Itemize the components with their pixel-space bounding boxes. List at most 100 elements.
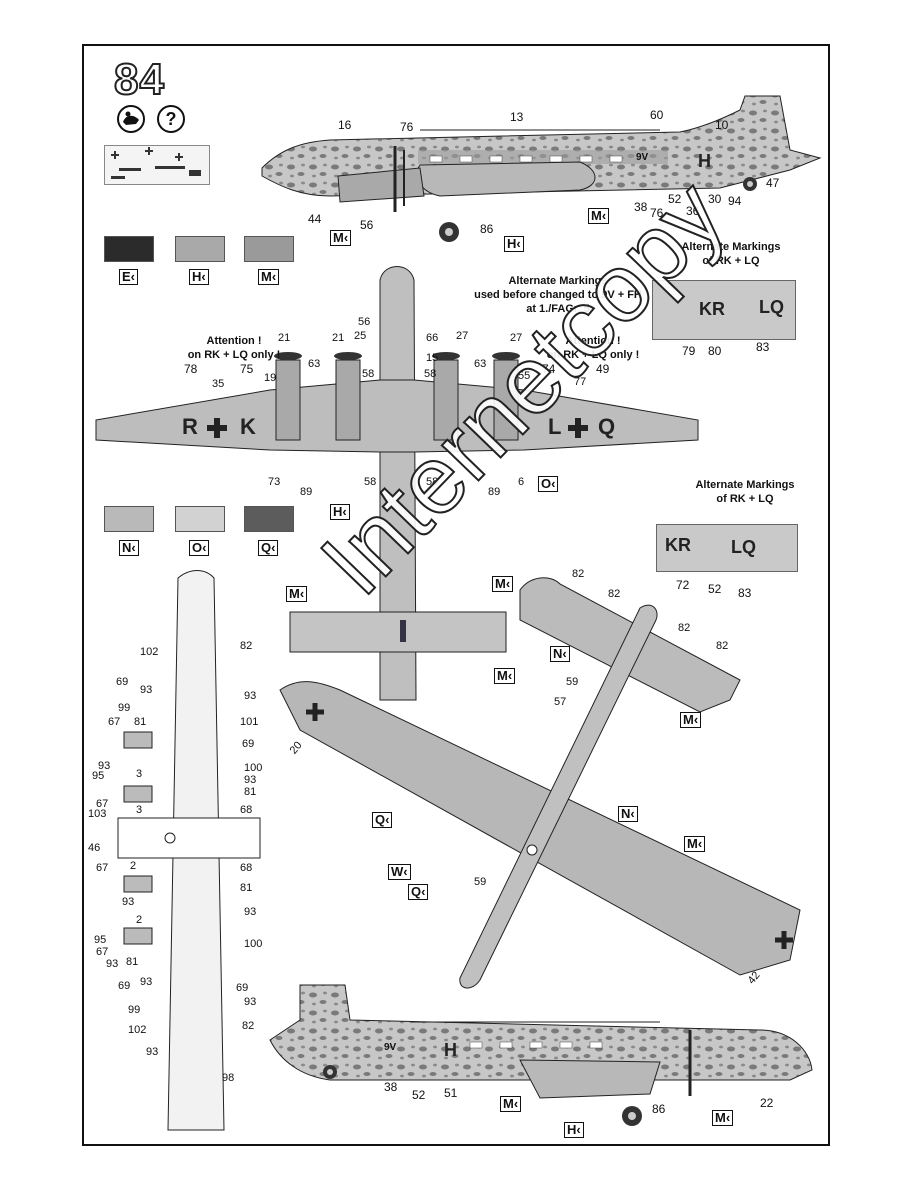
paint-code-box: H‹: [330, 504, 350, 520]
paint-code-box: M‹: [712, 1110, 734, 1126]
callout-number: 49: [596, 362, 610, 376]
paint-code-box: M‹: [684, 836, 706, 852]
callout-number: 46: [88, 842, 101, 854]
callout-number: 100: [244, 762, 263, 774]
callout-number: 36: [686, 204, 700, 218]
callout-number: 63: [308, 358, 321, 370]
paint-code-box: N‹: [618, 806, 638, 822]
paint-code-box: O‹: [538, 476, 559, 492]
paint-code-box: W‹: [388, 864, 411, 880]
callout-number: 76: [650, 206, 664, 220]
callout-number: 13: [510, 110, 524, 124]
paint-code-box: M‹: [492, 576, 514, 592]
perspective-view: [279, 577, 801, 989]
wing-letter-l: L: [548, 414, 562, 439]
swatch-o: [175, 506, 225, 532]
alt-top-lq: LQ: [759, 297, 784, 317]
alt-low-lq: LQ: [731, 537, 756, 557]
callout-number: 10: [715, 118, 729, 132]
page-frame: [82, 44, 830, 1146]
callout-number: 72: [676, 578, 690, 592]
alt-markings-top-box: KR LQ: [652, 280, 796, 340]
callout-number: 19: [264, 372, 277, 384]
callout-number: 73: [268, 476, 281, 488]
callout-number: 44: [308, 212, 322, 226]
callout-number: 93: [98, 760, 111, 772]
callout-number: 58: [426, 476, 439, 488]
callout-number: 58: [364, 476, 377, 488]
side-top-letter: H: [698, 151, 711, 171]
callout-number: 68: [240, 862, 253, 874]
attention-note-left: Attention ! on RK + LQ only !: [187, 335, 281, 361]
callout-number: 69: [118, 980, 131, 992]
callout-number: 3: [136, 768, 143, 780]
step-number: 84: [113, 54, 165, 105]
callout-number: 67: [96, 946, 109, 958]
callout-number: 82: [678, 622, 691, 634]
callout-number: 57: [554, 696, 567, 708]
callout-number: 52: [708, 582, 722, 596]
callout-number: 16: [338, 118, 352, 132]
callout-number: 98: [222, 1072, 235, 1084]
callout-number: 103: [88, 808, 107, 820]
callout-number: 99: [118, 702, 131, 714]
callout-number: 68: [240, 804, 253, 816]
paint-code-box: N‹: [550, 646, 570, 662]
callout-number: 67: [96, 798, 109, 810]
paint-code-box: H‹: [564, 1122, 584, 1138]
paint-code-box: M‹: [286, 586, 308, 602]
callout-number: 58: [424, 368, 437, 380]
callout-number: 102: [128, 1024, 147, 1036]
wing-letter-r: R: [182, 414, 198, 439]
callout-number: 69: [116, 676, 129, 688]
callout-number: 81: [134, 716, 147, 728]
paint-code-box: M‹: [680, 712, 702, 728]
callout-number: 102: [140, 646, 159, 658]
callout-number: 35: [212, 378, 225, 390]
side-view-bottom: [269, 984, 813, 1126]
callout-number: 21: [278, 332, 291, 344]
swatch-e: [104, 236, 154, 262]
decal-sheet-thumbnail: [104, 145, 210, 185]
callout-number: 15: [426, 352, 439, 364]
callout-number: 93: [244, 690, 257, 702]
callout-number: 74: [542, 362, 556, 376]
callout-number: 75: [240, 362, 254, 376]
paint-code-box: Q‹: [408, 884, 429, 900]
callout-number: 93: [244, 996, 257, 1008]
callout-number: 78: [184, 362, 198, 376]
callout-number: 38: [634, 200, 648, 214]
callout-number: 82: [240, 640, 253, 652]
callout-number: 22: [760, 1096, 774, 1110]
alt-markings-top-note: Alternate Markings of RK + LQ: [681, 241, 781, 267]
callout-number: 47: [766, 176, 780, 190]
plan-view: [95, 266, 699, 701]
callout-number: 93: [244, 774, 257, 786]
callout-number: 93: [140, 976, 153, 988]
swatch-q: [244, 506, 294, 532]
paint-decal-icon: [116, 104, 146, 134]
wing-letter-k: K: [240, 414, 256, 439]
alt-low-kr: KR: [665, 535, 691, 555]
callout-number: 94: [728, 194, 742, 208]
under-view: [117, 570, 261, 1131]
callout-number: 6: [518, 476, 525, 488]
swatch-code-m: M‹: [258, 269, 280, 285]
wing-letter-q: Q: [598, 414, 616, 439]
callout-number: 76: [400, 120, 414, 134]
callout-number: 27: [510, 332, 523, 344]
callout-number: 93: [244, 906, 257, 918]
callout-number: 67: [96, 862, 109, 874]
paint-code-box: M‹: [494, 668, 516, 684]
callout-number: 99: [128, 1004, 141, 1016]
paint-code-box: M‹: [330, 230, 352, 246]
callout-number: 86: [480, 222, 494, 236]
paint-code-box: M‹: [500, 1096, 522, 1112]
side-bottom-letter: H: [444, 1040, 457, 1060]
callout-number: 95: [92, 770, 105, 782]
callout-number: 83: [738, 586, 752, 600]
callout-number: 67: [108, 716, 121, 728]
callout-number: 27: [456, 330, 469, 342]
callout-number: 59: [474, 876, 487, 888]
swatch-code-q: Q‹: [258, 540, 279, 556]
